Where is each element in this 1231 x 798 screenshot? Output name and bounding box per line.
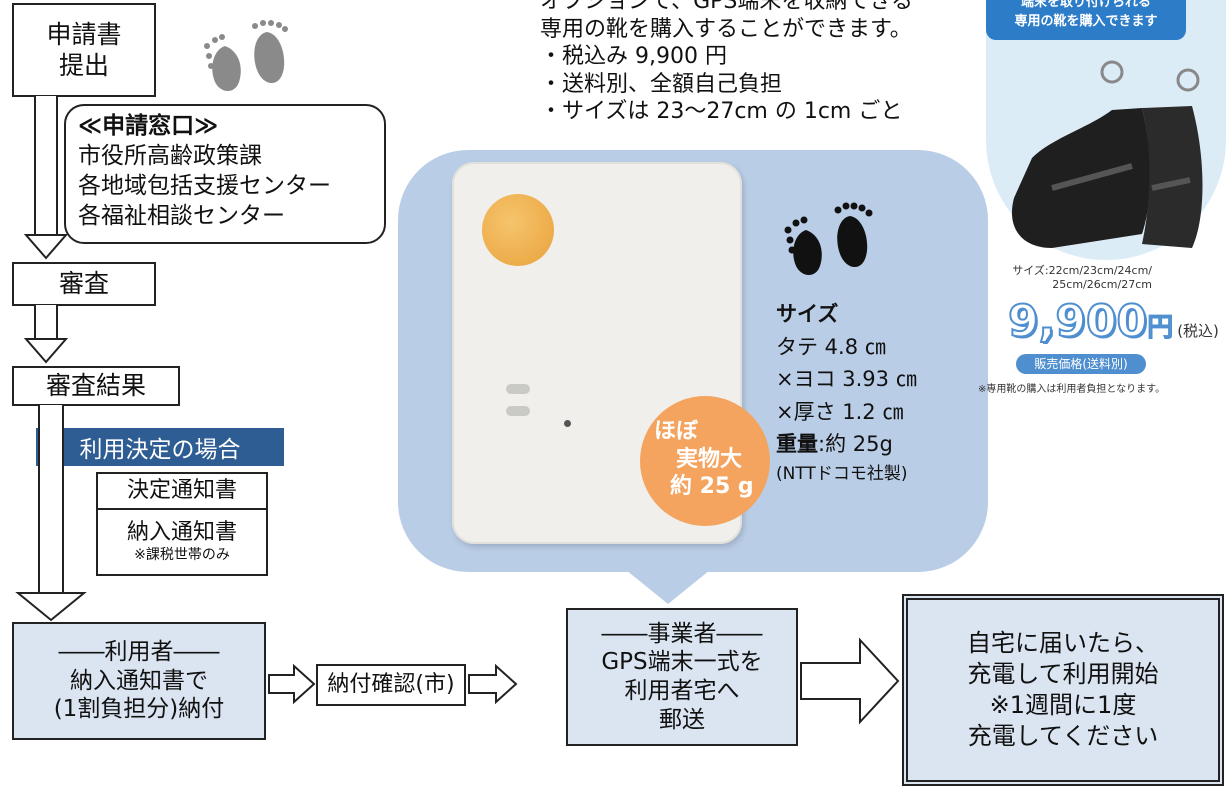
- flow-arrow-2-icon: [23, 338, 69, 364]
- device-specs: サイズ タテ 4.8 ㎝ ×ヨコ 3.93 ㎝ ×厚さ 1.2 ㎝ 重量:約 2…: [776, 298, 988, 487]
- decision-notice-label: 決定通知書: [126, 478, 237, 504]
- option-line: ・サイズは 23～27cm の 1cm ごと: [540, 99, 903, 124]
- device-led-icon: [506, 406, 530, 416]
- window-item: 市役所高齢政策課: [78, 142, 262, 169]
- actual-size-badge: ほぼ 実物大 約 25 g: [640, 396, 770, 526]
- shoe-icon: [1011, 60, 1203, 248]
- vendor-line: GPS端末一式を: [601, 649, 763, 676]
- application-line-1: 申請書: [46, 19, 122, 49]
- footprints-gray-icon: [204, 20, 288, 91]
- banner-line: 専用の靴を購入できます: [1014, 13, 1158, 29]
- final-line: 充電してください: [967, 722, 1159, 751]
- payment-confirm-label: 納付確認(市): [327, 672, 455, 698]
- final-box: 自宅に届いたら、 充電して利用開始 ※1週間に1度 充電してください: [902, 594, 1224, 786]
- device-button-icon: [482, 194, 554, 266]
- option-line: ・送料別、全額自己負担: [540, 71, 783, 97]
- weight-label: 重量: [776, 432, 818, 457]
- flow-shaft-2: [34, 305, 58, 341]
- user-line: ――利用者――: [58, 638, 220, 665]
- flow-arrow-3-icon: [15, 592, 87, 622]
- price-tax: (税込): [1177, 322, 1219, 340]
- dimension-line: タテ 4.8 ㎝: [776, 334, 886, 359]
- arrow-right-3-icon: [800, 637, 900, 725]
- user-line: (1割負担分)納付: [53, 696, 225, 723]
- price-value: 9,900: [1007, 295, 1148, 348]
- dimension-line: ×厚さ 1.2 ㎝: [776, 399, 904, 424]
- sale-label: 販売価格(送料別): [1016, 354, 1146, 374]
- badge-line: 約 25 g: [670, 474, 754, 499]
- size-title: サイズ: [776, 302, 839, 326]
- ad-price: 9,900円(税込): [1007, 295, 1231, 348]
- ad-note: ※専用靴の購入は利用者負担となります。: [978, 384, 1166, 395]
- badge-line: 実物大: [676, 446, 743, 472]
- user-line: 納入通知書で: [70, 667, 208, 694]
- user-box: ――利用者―― 納入通知書で (1割負担分)納付: [12, 622, 266, 740]
- application-box: 申請書 提出: [12, 3, 156, 97]
- application-window-box: ≪申請窓口≫ 市役所高齢政策課 各地域包括支援センター 各福祉相談センター: [64, 104, 386, 244]
- flow-shaft-1: [34, 96, 58, 236]
- decision-case-label: 利用決定の場合: [79, 437, 241, 463]
- flow-shaft-3: [38, 405, 64, 595]
- flow-arrow-1-icon: [23, 234, 69, 260]
- weight-line: 重量:約 25g: [776, 428, 988, 461]
- decision-case-header: 利用決定の場合: [36, 428, 284, 466]
- review-result-label: 審査結果: [45, 371, 146, 401]
- ad-sizes: サイズ:22cm/23cm/24cm/ 25cm/26cm/27cm: [972, 264, 1152, 293]
- dimension-line: ×ヨコ 3.93 ㎝: [776, 367, 917, 392]
- option-line: 専用の靴を購入することができます。: [540, 16, 912, 42]
- window-title: ≪申請窓口≫: [78, 113, 219, 139]
- vendor-line: 郵送: [659, 706, 705, 733]
- device-led-icon: [506, 384, 530, 394]
- final-line: 充電して利用開始: [967, 659, 1159, 688]
- price-yen: 円: [1147, 313, 1174, 344]
- ad-banner: 端末を取り付けられる 専用の靴を購入できます: [986, 0, 1186, 40]
- payment-notice-box: 納入通知書 ※課税世帯のみ: [96, 508, 268, 576]
- vendor-line: 利用者宅へ: [624, 678, 740, 704]
- payment-confirm-box: 納付確認(市): [316, 664, 466, 706]
- payment-note: ※課税世帯のみ: [134, 546, 230, 563]
- review-result-box: 審査結果: [12, 366, 180, 406]
- payment-notice-label: 納入通知書: [126, 520, 237, 546]
- footprints-black-icon: [784, 202, 873, 275]
- decision-notice-box: 決定通知書: [96, 472, 268, 510]
- option-text: オプションで、GPS端末を収納できる 専用の靴を購入することができます。 ・税込…: [540, 0, 980, 126]
- badge-line: ほぼ: [654, 419, 699, 444]
- shoe-ad: 端末を取り付けられる 専用の靴を購入できます サイズ:22cm/23cm/24c…: [972, 0, 1231, 410]
- device-panel-pointer-icon: [626, 570, 710, 604]
- banner-line: 端末を取り付けられる: [1020, 0, 1151, 10]
- vendor-line: ――事業者――: [601, 620, 763, 647]
- arrow-right-2-icon: [468, 663, 518, 705]
- review-label: 審査: [58, 269, 109, 299]
- vendor-box: ――事業者―― GPS端末一式を 利用者宅へ 郵送: [566, 608, 798, 746]
- weight-value: :約 25g: [818, 432, 893, 457]
- final-line: ※1週間に1度: [989, 691, 1137, 719]
- window-item: 各地域包括支援センター: [78, 172, 331, 199]
- ad-size-line: 25cm/26cm/27cm: [1052, 278, 1152, 292]
- review-box: 審査: [12, 262, 156, 306]
- option-line: オプションで、GPS端末を収納できる: [540, 0, 913, 14]
- application-line-2: 提出: [58, 51, 109, 80]
- arrow-right-1-icon: [268, 663, 316, 705]
- window-item: 各福祉相談センター: [78, 202, 285, 229]
- final-line: 自宅に届いたら、: [967, 628, 1159, 657]
- device-hole-icon: [564, 420, 571, 427]
- option-line: ・税込み 9,900 円: [540, 44, 727, 69]
- maker-line: (NTTドコモ社製): [776, 463, 908, 484]
- ad-size-line: サイズ:22cm/23cm/24cm/: [1012, 264, 1152, 277]
